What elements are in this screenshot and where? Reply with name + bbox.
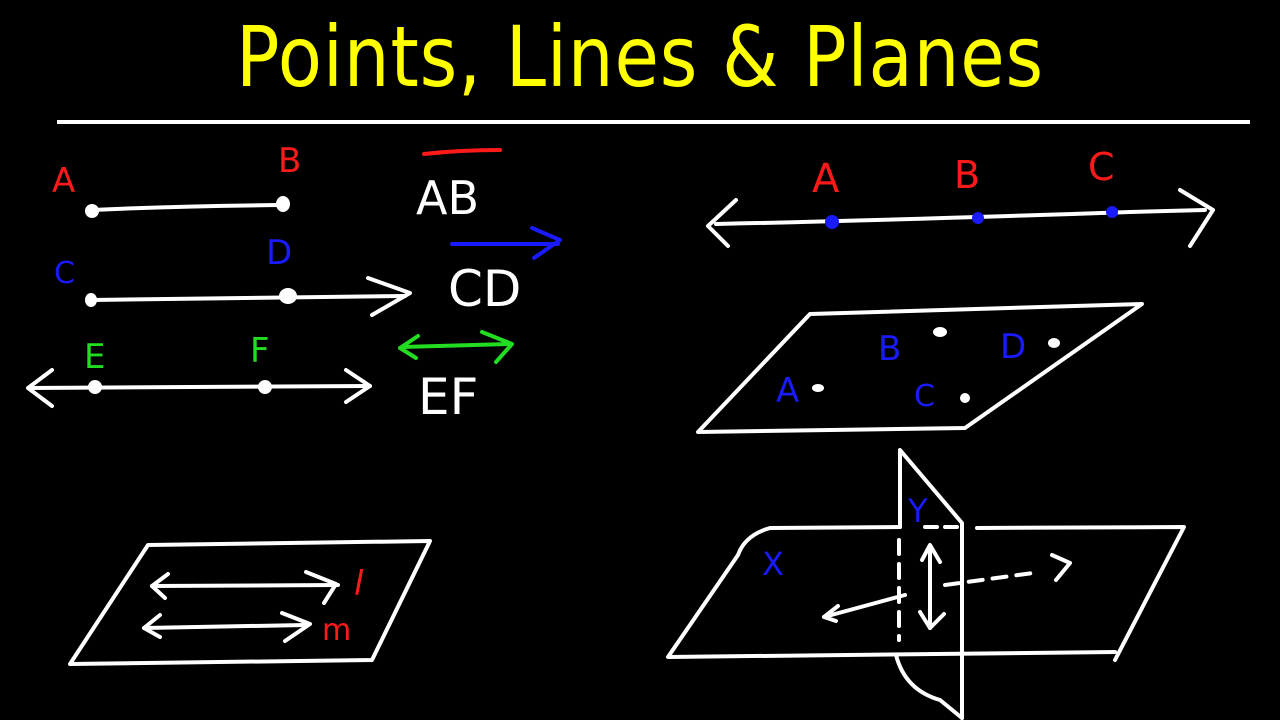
arrowhead-left-icon [26,368,54,408]
label-d: D [1000,327,1026,367]
double-arrow-right-icon [480,330,514,364]
arrowhead-down-icon [918,610,946,630]
notation-line-ef: EF [398,330,514,426]
plane-x-outline [666,525,1117,659]
plane-y-outline [898,448,964,720]
point-e-dot [88,380,102,394]
arrowhead-left-icon [142,613,162,639]
label-a: A [52,161,75,201]
plane-parallelogram [68,539,432,666]
label-f: F [250,331,270,371]
arrowhead-left-icon [706,198,738,248]
point-b-dot [276,196,290,212]
ray-cd: C D [54,233,412,317]
arrowhead-right-icon [1178,188,1215,248]
arrowhead-up-icon [920,543,942,564]
point-f-dot [258,380,272,394]
arrowhead-left-icon [822,604,840,623]
label-l: l [354,564,364,604]
notation-segment-ab: AB [416,148,502,225]
label-b: B [278,141,301,181]
segment-ab: A B [52,141,301,218]
point-a-dot [812,384,824,392]
point-b-dot [933,327,947,337]
double-arrow-left-icon [398,334,420,360]
label-c: C [914,379,935,414]
label-c: C [1088,145,1115,189]
label-y: Y [907,492,928,530]
label-d: D [266,233,292,273]
notation-ef: EF [418,368,478,426]
collinear-points-line: A B C [706,145,1215,248]
label-a: A [812,156,840,202]
label-b: B [954,153,980,197]
intersecting-planes: X Y [666,448,1186,720]
label-m: m [322,613,351,648]
arrowhead-left-icon [150,572,170,600]
arrowhead-right-icon [366,276,412,317]
label-x: X [762,545,784,583]
plane-with-points: A B C D [696,302,1144,434]
ray-arrow-icon [530,226,562,260]
arrowhead-right-icon [1050,553,1072,582]
plane-parallel-lines: l m [68,539,432,666]
label-c: C [54,256,75,291]
point-c-dot [1106,206,1118,218]
arrowhead-right-icon [344,368,372,404]
point-c-dot [85,293,97,307]
title-underline [57,120,1250,124]
point-d-dot [1048,338,1060,348]
segment-bar-icon [422,148,502,156]
page-title: Points, Lines & Planes [235,8,1045,106]
point-a-dot [85,204,99,218]
arrowhead-right-icon [304,570,338,605]
point-b-dot [972,212,984,224]
notation-cd: CD [448,260,521,318]
notation-ab: AB [416,171,479,225]
point-d-dot [279,288,297,304]
arrowhead-right-icon [280,611,312,643]
label-e: E [84,337,105,377]
point-a-dot [825,215,839,229]
plane-parallelogram [696,302,1144,434]
label-a: A [776,371,799,411]
point-c-dot [960,393,970,403]
line-ef: E F [26,331,372,408]
notation-ray-cd: CD [448,226,562,318]
label-b: B [878,329,901,369]
